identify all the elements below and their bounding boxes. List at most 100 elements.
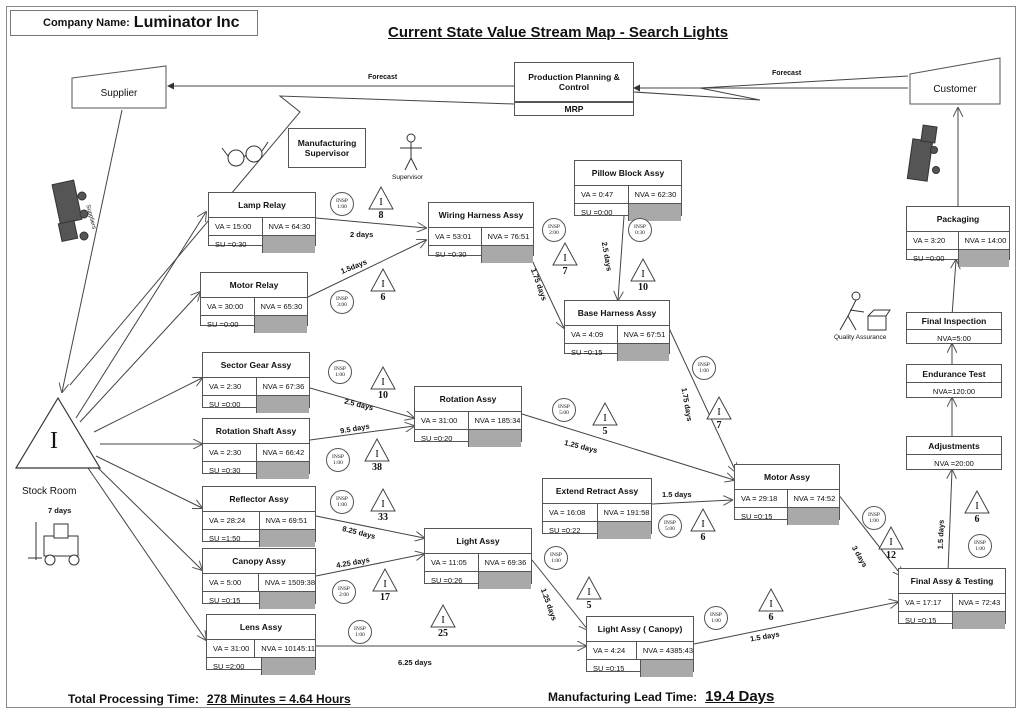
- insp-label: INSP: [332, 453, 344, 460]
- insp-time: 1:00: [333, 460, 343, 466]
- company-name-box: Company Name: Luminator Inc: [10, 10, 258, 36]
- insp-label: INSP: [334, 365, 346, 372]
- supervisor-person-icon: [400, 133, 422, 171]
- insp-time: 1:00: [335, 372, 345, 378]
- svg-text:I: I: [381, 279, 384, 290]
- time-extend-to-motor: 1.5 days: [662, 490, 692, 499]
- process-name: Adjustments: [907, 437, 1001, 455]
- process-name: Motor Assy: [735, 465, 839, 490]
- empty-cell: [258, 530, 315, 547]
- company-label: Company Name:: [43, 17, 130, 29]
- insp-time: 2:00: [549, 230, 559, 236]
- mrp-box: MRP: [514, 102, 634, 116]
- svg-text:I: I: [603, 413, 606, 424]
- nva-value: NVA = 74:52: [786, 490, 840, 507]
- stock-room-label: Stock Room: [22, 486, 77, 497]
- insp-label: INSP: [354, 625, 366, 632]
- inventory-count: 6: [974, 514, 980, 525]
- nva-value: NVA = 69:36: [477, 554, 532, 571]
- quality-assurance-icon: [839, 291, 891, 331]
- insp-label: INSP: [550, 551, 562, 558]
- nva-value: NVA =20:00: [934, 459, 974, 468]
- manufacturing-supervisor-box: Manufacturing Supervisor: [288, 128, 366, 168]
- time-lens-to-canopy: 6.25 days: [398, 658, 432, 667]
- su-value: SU =2:00: [213, 662, 245, 671]
- nva-value: NVA=5:00: [937, 334, 971, 343]
- customer-factory-icon: [909, 57, 1001, 105]
- nva-value: NVA = 62:30: [627, 186, 682, 203]
- empty-cell: [639, 660, 693, 677]
- va-value: VA = 53:01: [435, 232, 472, 241]
- svg-text:I: I: [889, 537, 892, 548]
- svg-text:I: I: [641, 269, 644, 280]
- empty-cell: [480, 246, 533, 263]
- empty-cell: [253, 316, 307, 333]
- va-value: VA = 31:00: [421, 416, 458, 425]
- inventory-count: 17: [380, 592, 390, 603]
- process-adjustments: Adjustments NVA =20:00: [906, 436, 1002, 470]
- forklift-icon: [28, 522, 80, 566]
- insp-label: INSP: [548, 223, 560, 230]
- insp-time: 2:00: [339, 592, 349, 598]
- process-name: Pillow Block Assy: [575, 161, 681, 186]
- insp-time: 0:30: [635, 230, 645, 236]
- su-value: SU =0:26: [431, 576, 463, 585]
- insp-label: INSP: [336, 295, 348, 302]
- company-name: Luminator Inc: [133, 14, 240, 31]
- va-value: VA = 16:08: [549, 508, 586, 517]
- insp-label: INSP: [710, 611, 722, 618]
- stock-room-days: 7 days: [48, 506, 72, 515]
- empty-cell: [957, 250, 1009, 267]
- stock-room-symbol: I: [50, 428, 58, 454]
- supervisor-label: Supervisor: [392, 174, 424, 181]
- va-value: VA = 5:00: [209, 578, 242, 587]
- process-name: Final Inspection: [907, 313, 1001, 330]
- va-value: VA = 31:00: [213, 644, 250, 653]
- va-value: VA = 3:20: [913, 236, 946, 245]
- empty-cell: [467, 430, 521, 447]
- nva-value: NVA = 1509:38: [257, 574, 315, 591]
- process-final-inspection: Final Inspection NVA=5:00: [906, 312, 1002, 344]
- empty-cell: [477, 572, 531, 589]
- process-name: Lens Assy: [207, 615, 315, 640]
- nva-value: NVA = 191:58: [596, 504, 652, 521]
- empty-cell: [786, 508, 839, 525]
- tpt-label: Total Processing Time:: [68, 692, 199, 706]
- supplier-factory-icon: [71, 65, 167, 109]
- process-name: Extend Retract Assy: [543, 479, 651, 504]
- process-name: Endurance Test: [907, 365, 1001, 383]
- svg-text:I: I: [379, 197, 382, 208]
- svg-text:I: I: [381, 499, 384, 510]
- nva-value: NVA = 65:30: [253, 298, 308, 315]
- inventory-count: 6: [768, 612, 774, 623]
- empty-cell: [616, 344, 669, 361]
- time-final-to-adjust: 1.5 days: [935, 519, 946, 550]
- insp-label: INSP: [336, 495, 348, 502]
- process-name: Sector Gear Assy: [203, 353, 309, 378]
- inventory-count: 12: [886, 550, 896, 561]
- svg-text:I: I: [717, 407, 720, 418]
- su-value: SU =0:15: [593, 664, 625, 673]
- su-value: SU =0:22: [549, 526, 581, 535]
- process-name: Light Assy ( Canopy): [587, 617, 693, 642]
- stock-to-reflector: [95, 455, 202, 508]
